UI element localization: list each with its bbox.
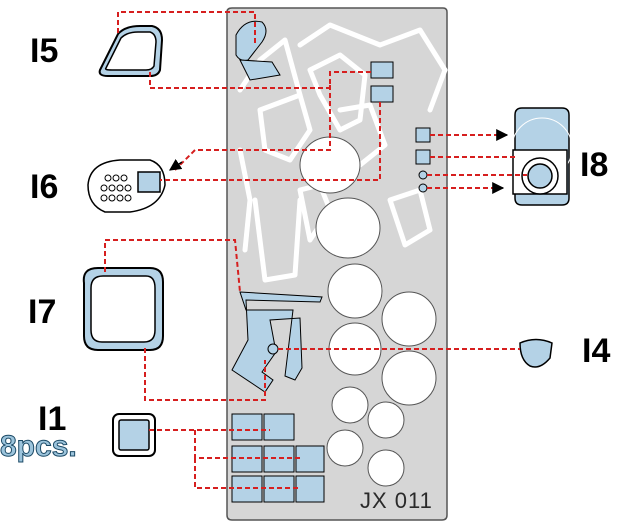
label-i7: I7	[28, 293, 57, 331]
leader-lines	[104, 11, 527, 489]
fret-parts	[231, 20, 431, 503]
label-i4: I4	[582, 332, 611, 370]
fret-disks	[299, 136, 437, 487]
label-i5: I5	[30, 32, 59, 70]
part-i5	[98, 25, 164, 77]
label-i6: I6	[30, 168, 59, 206]
part-i4	[519, 338, 553, 368]
sheet-code: JX 011	[360, 488, 433, 513]
label-i1: I1	[38, 400, 67, 438]
label-i8: I8	[580, 146, 609, 184]
part-i1	[112, 413, 156, 457]
etch-fret	[226, 7, 448, 521]
part-i6	[87, 159, 166, 213]
count-label: 8pcs.	[0, 430, 77, 463]
part-i7	[82, 267, 164, 351]
part-i8	[511, 107, 573, 206]
arrows	[169, 129, 509, 194]
